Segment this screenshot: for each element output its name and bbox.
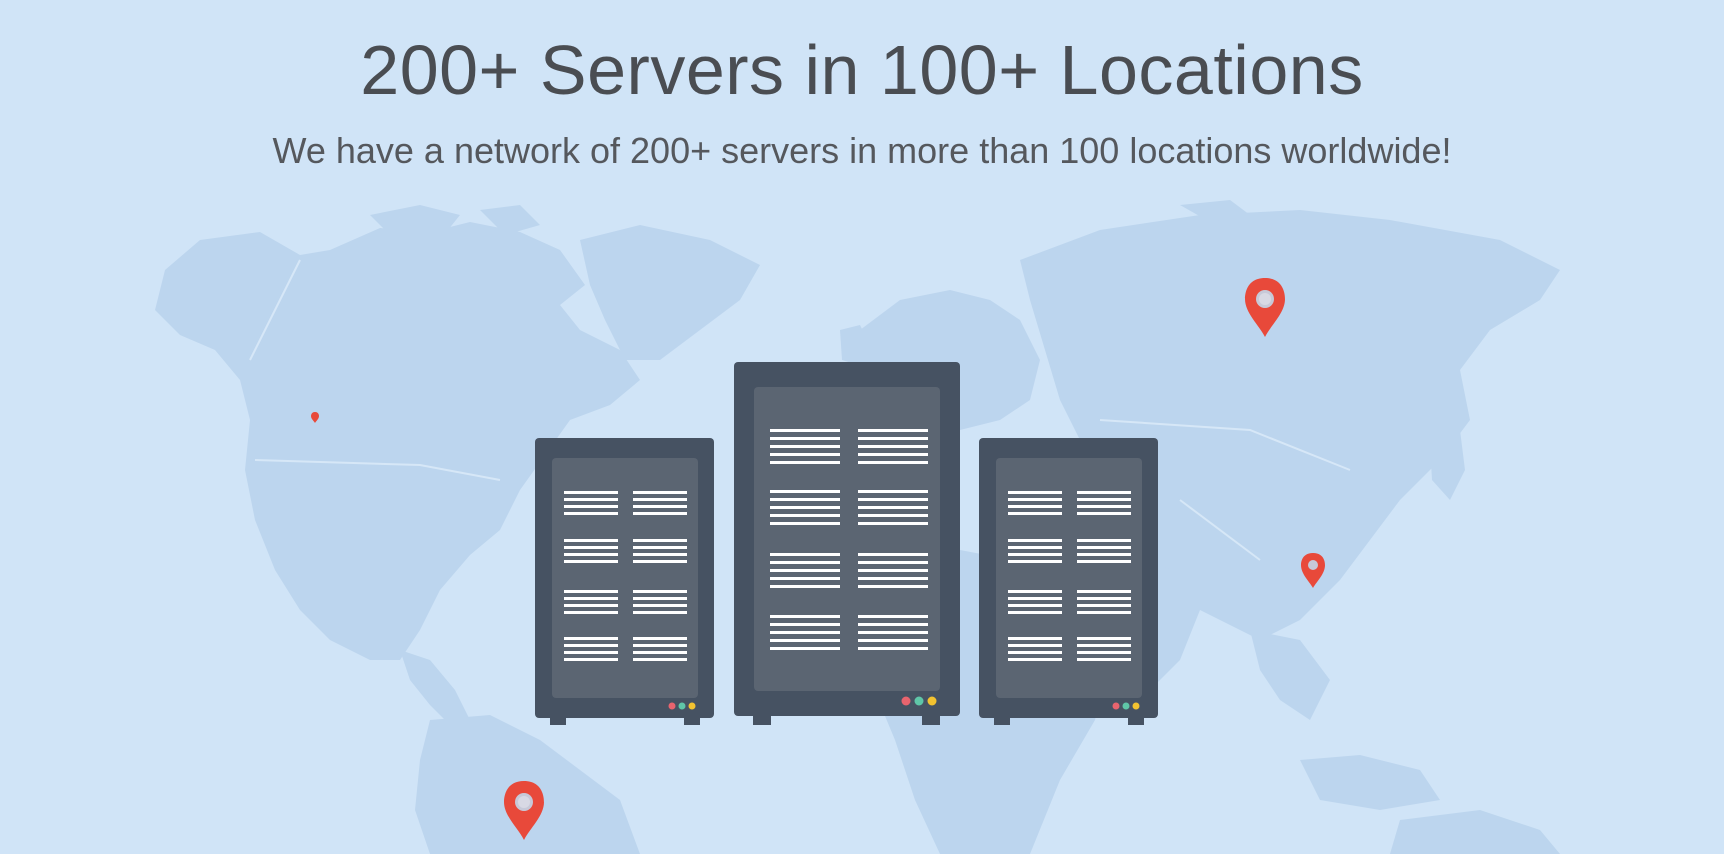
uk-shape [840,325,870,365]
indonesia-shape [1300,755,1440,810]
arctic-islands-shape [480,205,540,235]
greenland-shape [580,225,760,360]
arctic-islands-shape [1180,200,1250,222]
server-rack-icon [979,438,1158,725]
central-america-shape [400,650,470,730]
page-subtitle: We have a network of 200+ servers in mor… [272,130,1452,171]
arctic-islands-shape [370,205,460,240]
southeast-asia-shape [1250,630,1330,720]
japan-shape [1430,420,1465,500]
north-america-shape [155,222,640,660]
server-rack-icon [734,362,960,725]
location-pin-icon [1245,278,1285,337]
page-title: 200+ Servers in 100+ Locations [360,31,1364,109]
location-pin-icon [504,781,544,840]
server-rack-icon [535,438,714,725]
location-pin-icon [1301,553,1325,588]
australia-shape [1390,810,1560,854]
location-pin-icon [311,412,319,423]
map-borders [249,259,1351,561]
